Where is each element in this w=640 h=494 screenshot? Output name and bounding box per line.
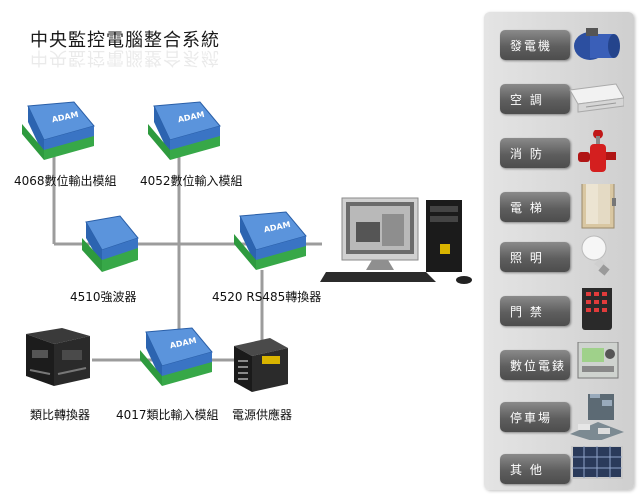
label-4052-module: 4052數位輸入模組 bbox=[140, 174, 243, 188]
subsystem-lighting[interactable]: 照 明 bbox=[500, 235, 624, 276]
label-4017-module: 4017類比輸入模組 bbox=[116, 408, 219, 422]
subsystem-elevator[interactable]: 電 梯 bbox=[500, 184, 624, 229]
page-title: 中央監控電腦整合系統 bbox=[30, 30, 220, 51]
digital-meter-icon bbox=[577, 342, 619, 379]
fire-hydrant-icon bbox=[578, 130, 616, 172]
subsystem-generator-button[interactable]: 發電機 bbox=[500, 30, 570, 60]
air-conditioner-icon bbox=[569, 83, 624, 113]
subsystem-fire-protection[interactable]: 消 防 bbox=[500, 130, 624, 172]
subsystem-air-conditioning[interactable]: 空 調 bbox=[500, 83, 624, 114]
subsystem-generator[interactable]: 發電機 bbox=[500, 28, 624, 60]
access-keypad-icon bbox=[582, 288, 612, 330]
subsystem-fire-protection-button[interactable]: 消 防 bbox=[500, 138, 570, 168]
label-analog-converter: 類比轉換器 bbox=[30, 408, 91, 422]
subsystem-digital-meter[interactable]: 數位電錶 bbox=[500, 342, 624, 380]
subsystem-access-control[interactable]: 門 禁 bbox=[500, 288, 624, 330]
subsystem-parking[interactable]: 停車場 bbox=[500, 394, 624, 440]
label-4520-converter: 4520 RS485轉換器 bbox=[212, 290, 322, 304]
light-bulb-icon bbox=[581, 235, 610, 276]
adam-4017-module-icon: ADAM bbox=[140, 327, 213, 386]
subsystem-elevator-button[interactable]: 電 梯 bbox=[500, 192, 570, 222]
subsystem-parking-button[interactable]: 停車場 bbox=[500, 402, 570, 432]
analog-converter-icon bbox=[26, 328, 90, 386]
generator-icon bbox=[574, 28, 620, 60]
solar-panel-icon bbox=[571, 446, 623, 479]
subsystem-other[interactable]: 其 他 bbox=[500, 446, 624, 484]
adam-4510-repeater-icon bbox=[82, 215, 139, 272]
subsystem-access-control-button[interactable]: 門 禁 bbox=[500, 296, 570, 326]
label-power-supply: 電源供應器 bbox=[232, 408, 293, 422]
power-supply-icon bbox=[234, 338, 288, 392]
subsystem-digital-meter-button[interactable]: 數位電錶 bbox=[500, 350, 570, 380]
label-4068-module: 4068數位輸出模組 bbox=[14, 174, 117, 188]
central-computer-icon bbox=[320, 197, 472, 284]
elevator-icon bbox=[581, 184, 616, 229]
adam-4520-converter-icon: ADAM bbox=[234, 211, 307, 270]
adam-4052-module-icon: ADAM bbox=[148, 101, 221, 160]
adam-4068-module-icon: ADAM bbox=[22, 101, 95, 160]
subsystem-air-conditioning-button[interactable]: 空 調 bbox=[500, 84, 570, 114]
parking-lot-icon bbox=[570, 394, 624, 440]
subsystem-lighting-button[interactable]: 照 明 bbox=[500, 242, 570, 272]
subsystem-other-button[interactable]: 其 他 bbox=[500, 454, 570, 484]
label-4510-repeater: 4510強波器 bbox=[70, 290, 137, 304]
